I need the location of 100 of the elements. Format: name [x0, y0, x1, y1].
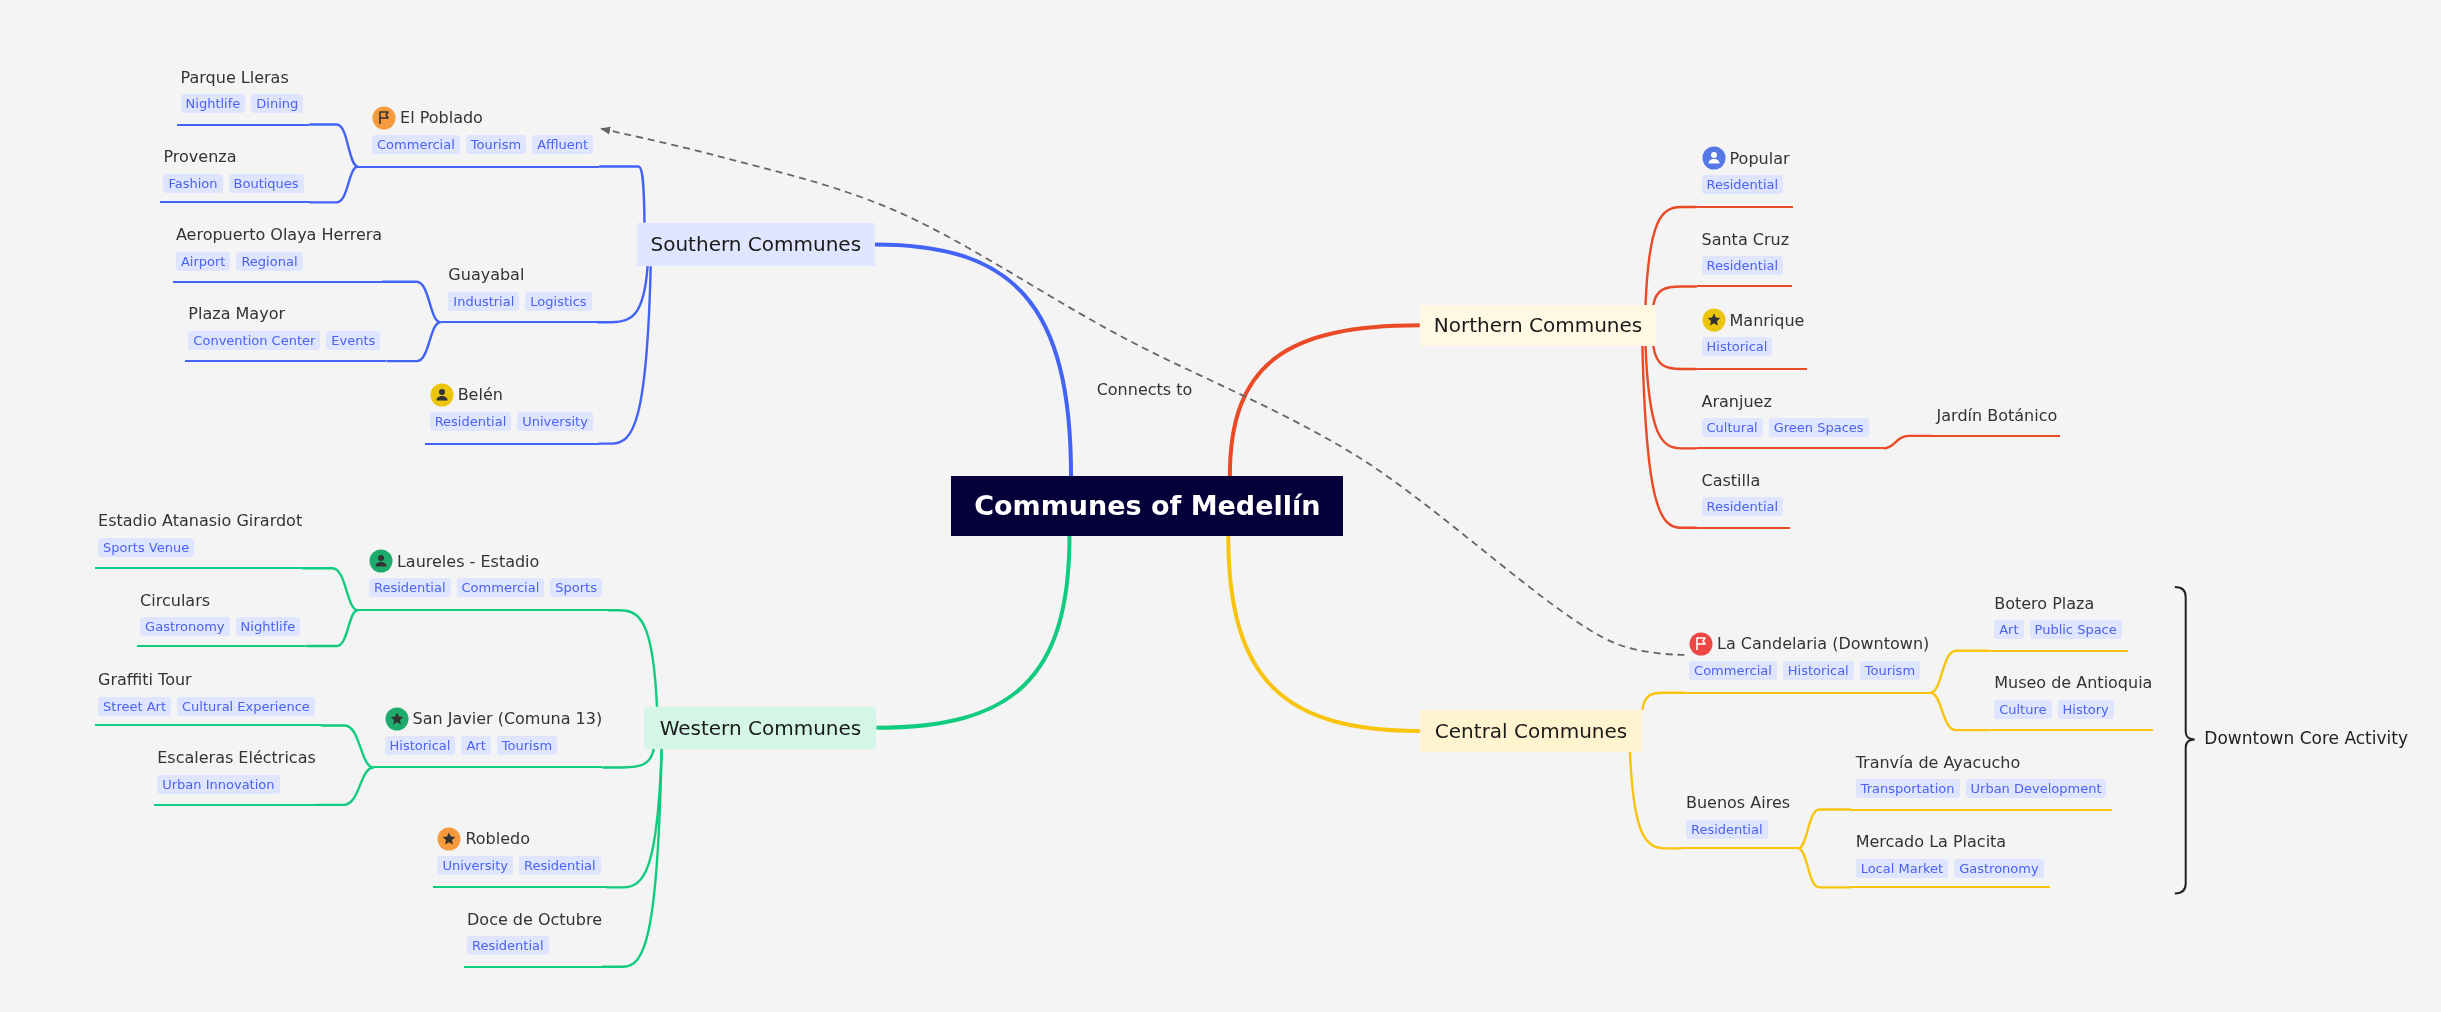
category-tag: Gastronomy — [140, 617, 230, 637]
commune-name: La Candelaria (Downtown) — [1717, 634, 1930, 654]
commune-name: Provenza — [163, 147, 237, 167]
branch-line — [1227, 323, 1420, 477]
branch-line — [1644, 205, 1697, 306]
commune-name: Santa Cruz — [1701, 229, 1790, 249]
commune-name: Graffiti Tour — [98, 670, 192, 690]
commune-name: Circulars — [140, 590, 211, 610]
branch-line — [1641, 345, 1697, 529]
commune-name: Jardín Botánico — [1936, 405, 2058, 425]
category-tag: Sports — [550, 578, 602, 598]
summary-label: Downtown Core Activity — [2204, 728, 2408, 749]
commune-name: Popular — [1729, 148, 1790, 168]
commune-name: Tranvía de Ayacucho — [1855, 752, 2021, 772]
branch-line — [598, 266, 652, 445]
commune-name: Buenos Aires — [1685, 793, 1791, 813]
category-tag: Art — [1994, 620, 2024, 640]
branch-line — [386, 321, 441, 363]
dashed-arrow — [600, 126, 1686, 656]
branch-line — [315, 766, 374, 807]
branch-line — [309, 165, 359, 204]
category-tag: Public Space — [2029, 620, 2122, 640]
branch-line — [1930, 649, 1990, 694]
category-tag: Boutiques — [228, 173, 304, 193]
category-tag: Residential — [1701, 497, 1784, 517]
commune-name: Doce de Octubre — [467, 909, 602, 929]
commune-name: Guayabal — [448, 265, 525, 285]
category-tag: Residential — [1701, 175, 1784, 195]
branch-line — [601, 748, 663, 968]
category-tag: Historical — [384, 735, 456, 755]
commune-name: Manrique — [1729, 310, 1805, 330]
branch-line — [1652, 285, 1697, 306]
branch-topic: Central Communes — [1419, 709, 1643, 752]
category-tag: Residential — [368, 578, 451, 598]
commune-name: Laureles - Estadio — [396, 551, 540, 571]
category-tag: Dining — [251, 94, 304, 114]
commune-name: Mercado La Placita — [1855, 832, 2007, 852]
branch-line — [1644, 345, 1697, 450]
commune-name: El Poblado — [400, 108, 483, 128]
category-tag: Airport — [175, 251, 231, 271]
category-tag: Historical — [1782, 660, 1854, 680]
commune-name: Escaleras Eléctricas — [157, 748, 316, 768]
category-tag: Regional — [236, 251, 303, 271]
commune-name: Estadio Atanasio Girardot — [98, 511, 303, 531]
category-tag: Cultural — [1701, 418, 1763, 438]
branch-line — [1930, 691, 1990, 732]
branch-line — [1226, 535, 1420, 733]
category-tag: Events — [326, 330, 381, 350]
category-tag: Green Spaces — [1768, 418, 1869, 438]
category-tag: Commercial — [456, 578, 545, 598]
branch-line — [382, 280, 441, 324]
category-tag: Fashion — [163, 173, 223, 193]
category-tag: Logistics — [525, 291, 592, 311]
branch-line — [319, 724, 374, 769]
branch-line — [597, 266, 649, 324]
branch-line — [1652, 345, 1697, 371]
branch-topic: Western Communes — [644, 706, 877, 749]
category-tag: Nightlife — [180, 94, 246, 114]
commune-name: Castilla — [1701, 470, 1761, 490]
commune-name: Museo de Antioquia — [1994, 673, 2153, 693]
category-tag: Street Art — [98, 696, 172, 716]
branch-line — [309, 123, 359, 168]
commune-name: Aranjuez — [1701, 391, 1772, 411]
category-tag: Tourism — [1859, 660, 1921, 680]
commune-name: Botero Plaza — [1994, 593, 2095, 613]
central-topic: Communes of Medellín — [951, 476, 1344, 536]
commune-name: Aeropuerto Olaya Herrera — [175, 225, 383, 244]
category-tag: Local Market — [1855, 858, 1949, 878]
category-tag: Commercial — [1689, 660, 1777, 680]
branch-topic: Northern Communes — [1419, 305, 1657, 346]
category-tag: Affluent — [532, 134, 594, 154]
commune-name: Plaza Mayor — [188, 304, 285, 324]
branch-line — [1628, 751, 1682, 850]
branch-line — [874, 242, 1074, 477]
category-tag: Transportation — [1855, 779, 1960, 799]
category-tag: Nightlife — [235, 617, 301, 637]
category-tag: Commercial — [372, 134, 460, 154]
category-tag: Tourism — [496, 735, 558, 755]
branch-line — [1797, 808, 1851, 850]
branch-line — [302, 567, 359, 612]
branch-line — [1641, 691, 1685, 711]
category-tag: Tourism — [465, 134, 527, 154]
category-tag: Urban Development — [1965, 779, 2107, 799]
commune-name: Belén — [457, 385, 503, 405]
category-tag: University — [517, 411, 593, 431]
branch-line — [306, 609, 359, 648]
category-tag: History — [2057, 699, 2114, 719]
branch-topic: Southern Communes — [636, 222, 875, 267]
category-tag: Residential — [519, 855, 601, 875]
category-tag: Historical — [1701, 337, 1773, 357]
category-tag: Sports Venue — [98, 537, 195, 557]
branch-line — [599, 165, 646, 223]
branch-line — [1797, 847, 1851, 889]
category-tag: Urban Innovation — [157, 774, 280, 794]
branch-line — [1883, 434, 1932, 450]
category-tag: Cultural Experience — [177, 696, 315, 716]
category-tag: Culture — [1994, 699, 2052, 719]
branch-line — [876, 535, 1072, 730]
category-tag: Residential — [1701, 256, 1784, 276]
commune-name: Parque Lleras — [180, 67, 289, 87]
